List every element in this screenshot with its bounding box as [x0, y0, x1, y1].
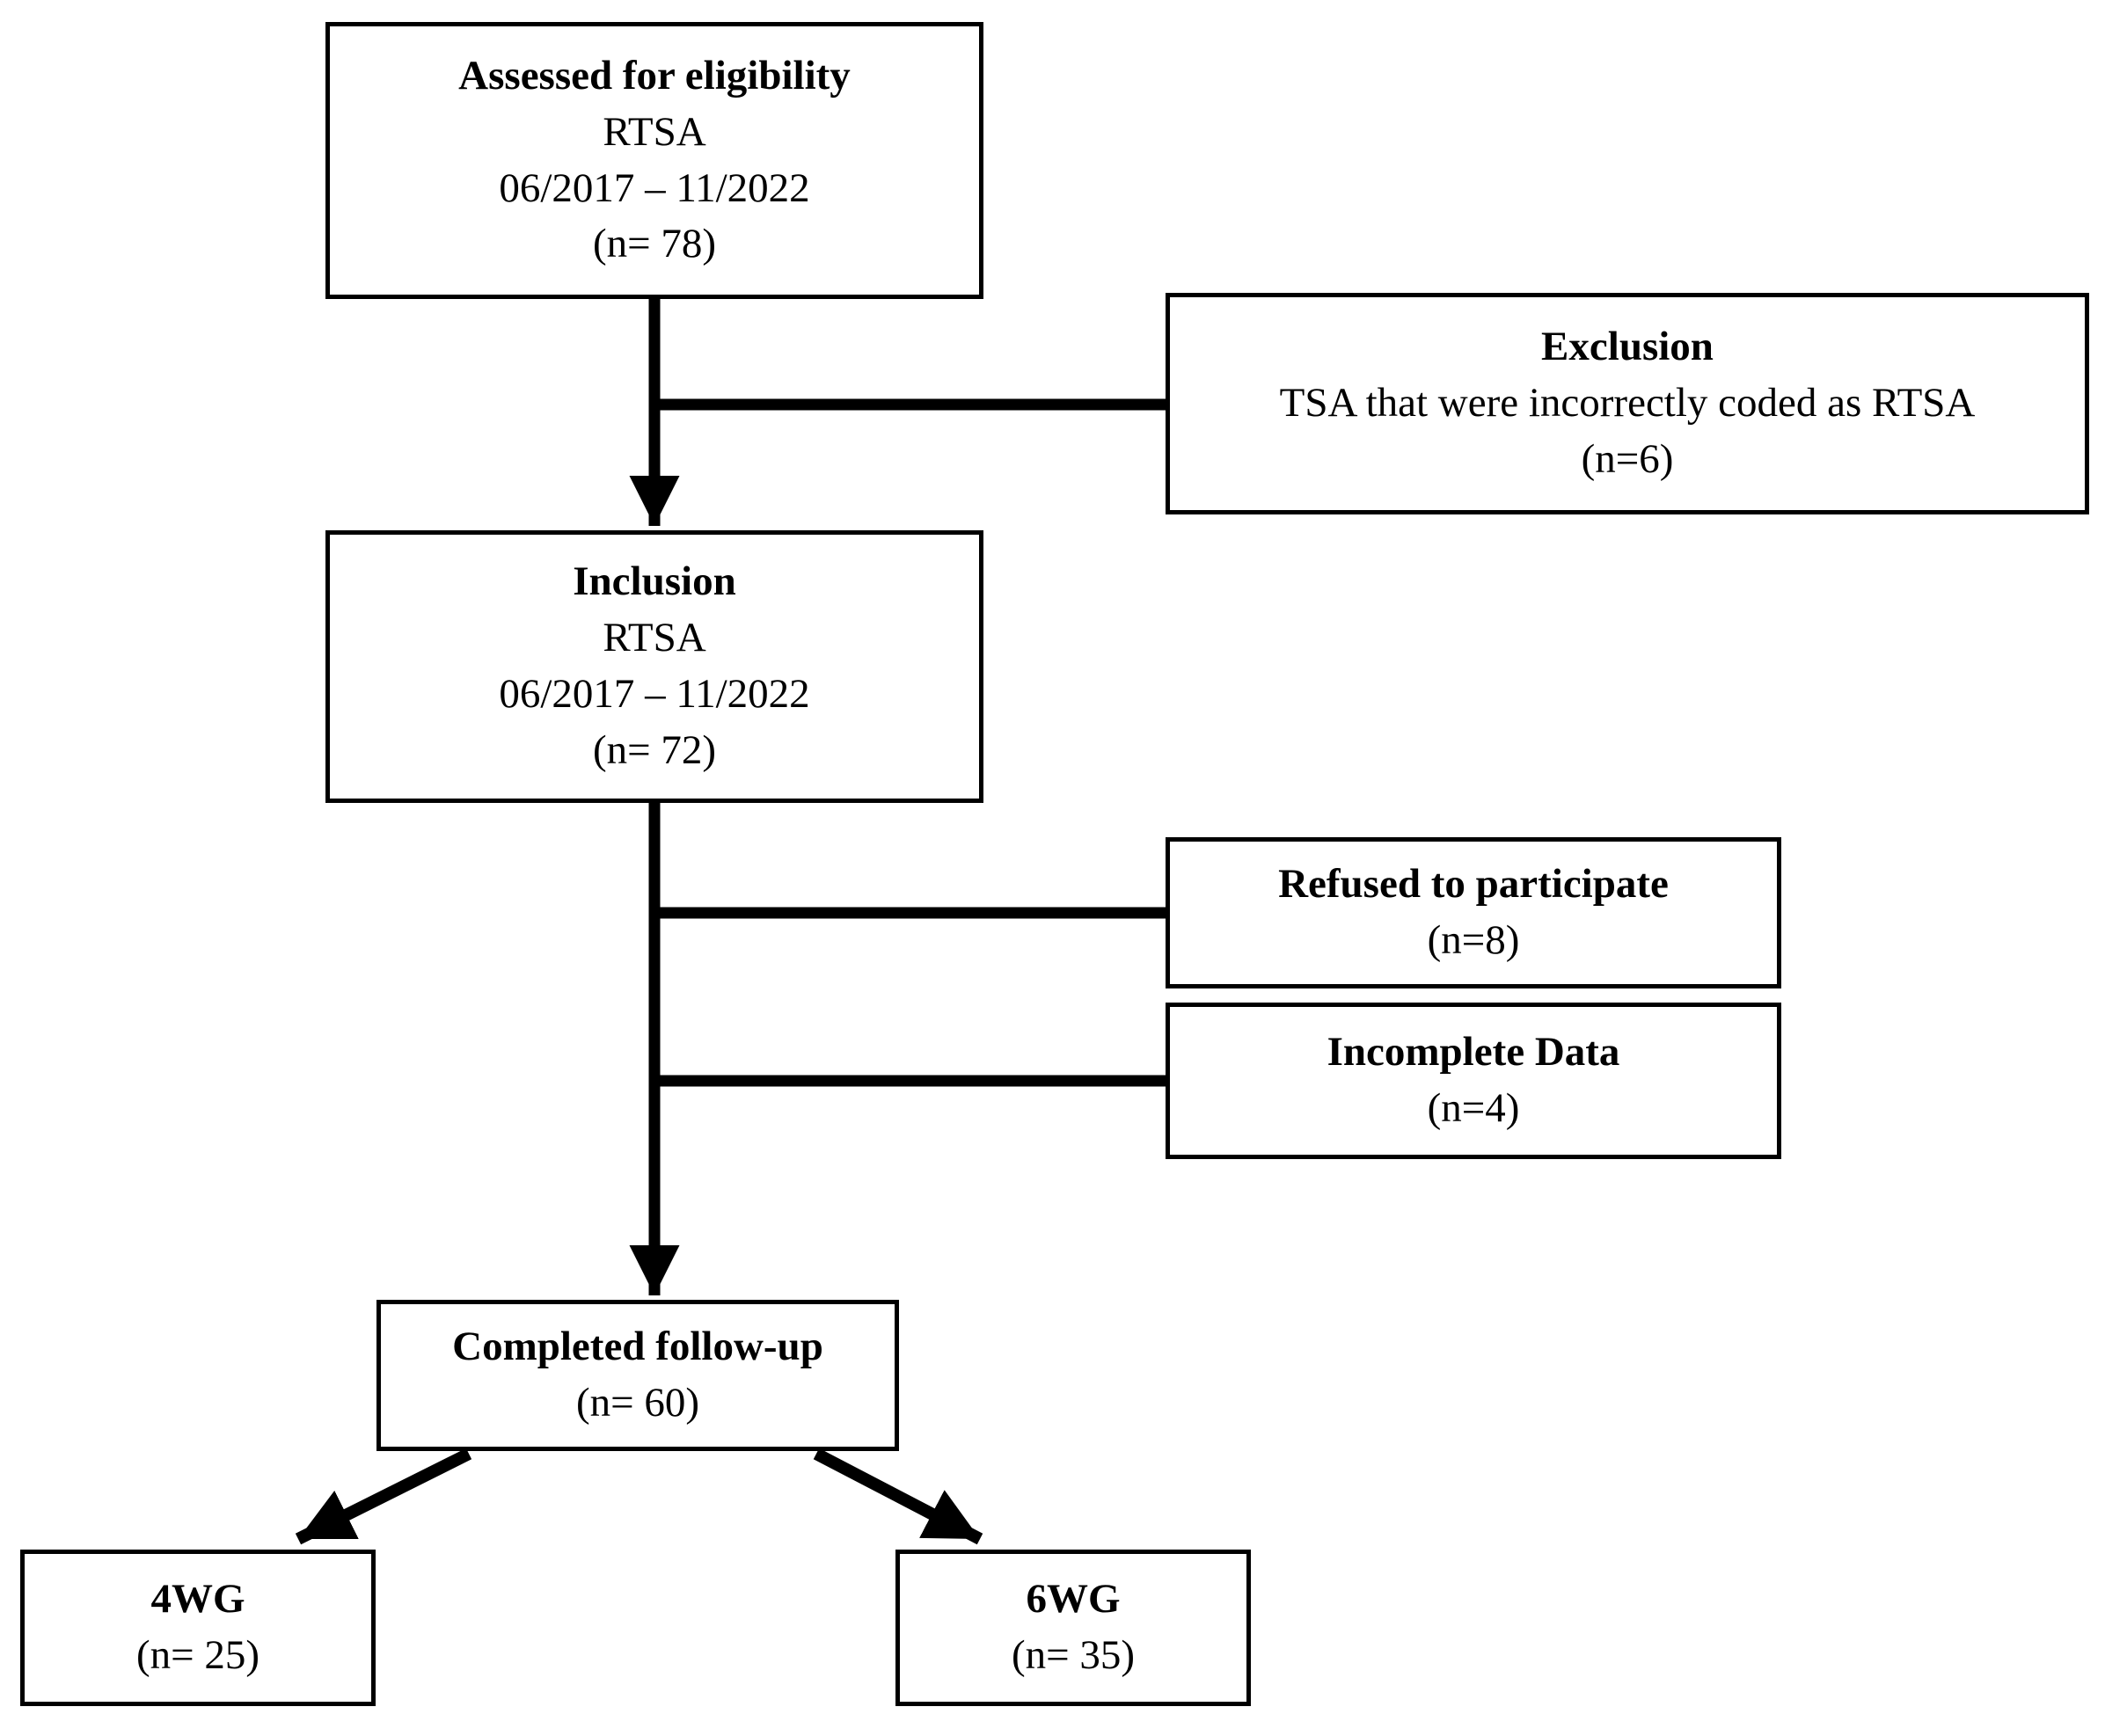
node-exclusion: Exclusion TSA that were incorrectly code… [1166, 293, 2089, 514]
node-count: (n= 78) [592, 221, 717, 267]
node-refused-to-participate: Refused to participate (n=8) [1166, 837, 1781, 988]
node-count: (n= 72) [592, 726, 717, 773]
node-title: Completed follow-up [452, 1324, 823, 1370]
node-title: Refused to participate [1278, 861, 1669, 908]
node-incomplete-data: Incomplete Data (n=4) [1166, 1003, 1781, 1159]
edge-completed-to-6wg [813, 1448, 983, 1545]
node-count: (n= 60) [575, 1380, 700, 1426]
node-title: Incomplete Data [1327, 1029, 1620, 1076]
node-subline: TSA that were incorrectly coded as RTSA [1279, 380, 1976, 427]
node-count: (n= 25) [135, 1632, 260, 1678]
node-title: Inclusion [573, 558, 736, 605]
node-inclusion: Inclusion RTSA 06/2017 – 11/2022 (n= 72) [325, 530, 983, 803]
node-subline: RTSA [603, 615, 706, 661]
node-4wg-group: 4WG (n= 25) [20, 1550, 376, 1706]
node-6wg-group: 6WG (n= 35) [895, 1550, 1251, 1706]
node-date-range: 06/2017 – 11/2022 [499, 164, 810, 211]
node-count: (n=6) [1581, 435, 1674, 482]
edge-completed-to-4wg [295, 1448, 472, 1545]
node-title: Exclusion [1541, 324, 1714, 370]
node-count: (n=8) [1427, 917, 1520, 963]
node-title: Assessed for eligibility [458, 52, 851, 98]
node-subline: RTSA [603, 108, 706, 155]
node-count: (n=4) [1427, 1085, 1520, 1131]
node-completed-follow-up: Completed follow-up (n= 60) [376, 1300, 899, 1451]
node-date-range: 06/2017 – 11/2022 [499, 671, 810, 717]
node-title: 4WG [150, 1576, 245, 1623]
node-title: 6WG [1026, 1576, 1121, 1623]
node-count: (n= 35) [1011, 1632, 1136, 1678]
node-assessed-for-eligibility: Assessed for eligibility RTSA 06/2017 – … [325, 22, 983, 299]
